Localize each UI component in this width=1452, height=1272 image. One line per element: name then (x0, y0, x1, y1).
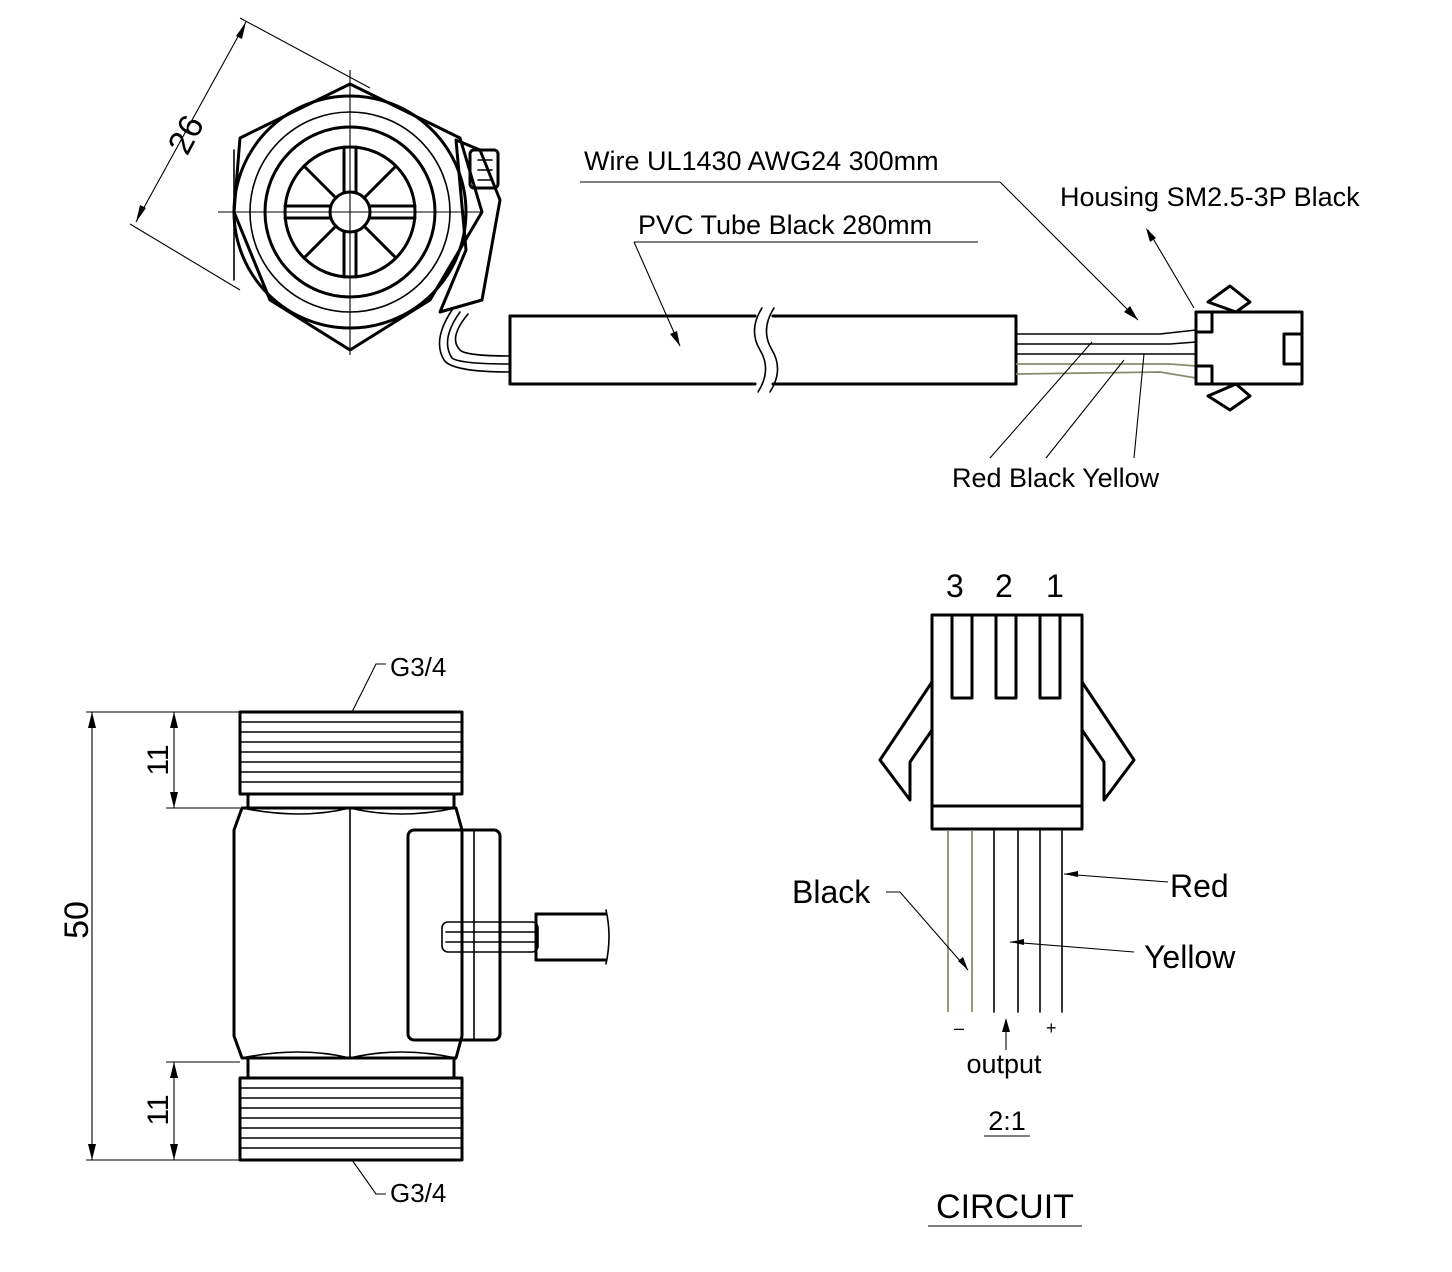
circuit-title: CIRCUIT (936, 1188, 1074, 1226)
yellow-wire-label: Yellow (1144, 939, 1236, 975)
top-leaders (580, 181, 1195, 459)
sensor-side-view (232, 710, 610, 1162)
pin-2-label: 2 (995, 568, 1013, 604)
pvc-tube (508, 307, 1018, 393)
scale-label: 2:1 (988, 1106, 1026, 1136)
tube-spec-label: PVC Tube Black 280mm (638, 210, 932, 240)
dimension-26-label: 26 (161, 109, 212, 160)
circuit-leaders (886, 871, 1169, 1227)
connector-top-view (1194, 284, 1304, 412)
plus-label: + (1046, 1018, 1057, 1038)
pin-3-label: 3 (946, 568, 964, 604)
dimension-11-bottom-label: 11 (142, 1094, 175, 1125)
housing-spec-label: Housing SM2.5-3P Black (1060, 182, 1360, 212)
circuit-wires (947, 829, 1063, 1013)
wire-bundle (1015, 329, 1197, 379)
thread-top-label: G3/4 (390, 652, 446, 682)
dimension-50-label: 50 (58, 901, 96, 939)
wire-colors-label: Red Black Yellow (952, 463, 1160, 493)
black-wire-label: Black (792, 874, 871, 910)
dimension-11-top-label: 11 (142, 744, 175, 775)
wire-spec-label: Wire UL1430 AWG24 300mm (584, 146, 939, 176)
minus-label: – (954, 1018, 964, 1038)
thread-bottom-label: G3/4 (390, 1178, 446, 1208)
output-label: output (966, 1049, 1042, 1079)
circuit-connector (878, 613, 1136, 831)
side-dimensions (86, 663, 386, 1195)
dimension-hex-width (129, 17, 371, 291)
pin-1-label: 1 (1046, 568, 1064, 604)
red-wire-label: Red (1170, 868, 1229, 904)
sensor-top-view (218, 70, 511, 373)
